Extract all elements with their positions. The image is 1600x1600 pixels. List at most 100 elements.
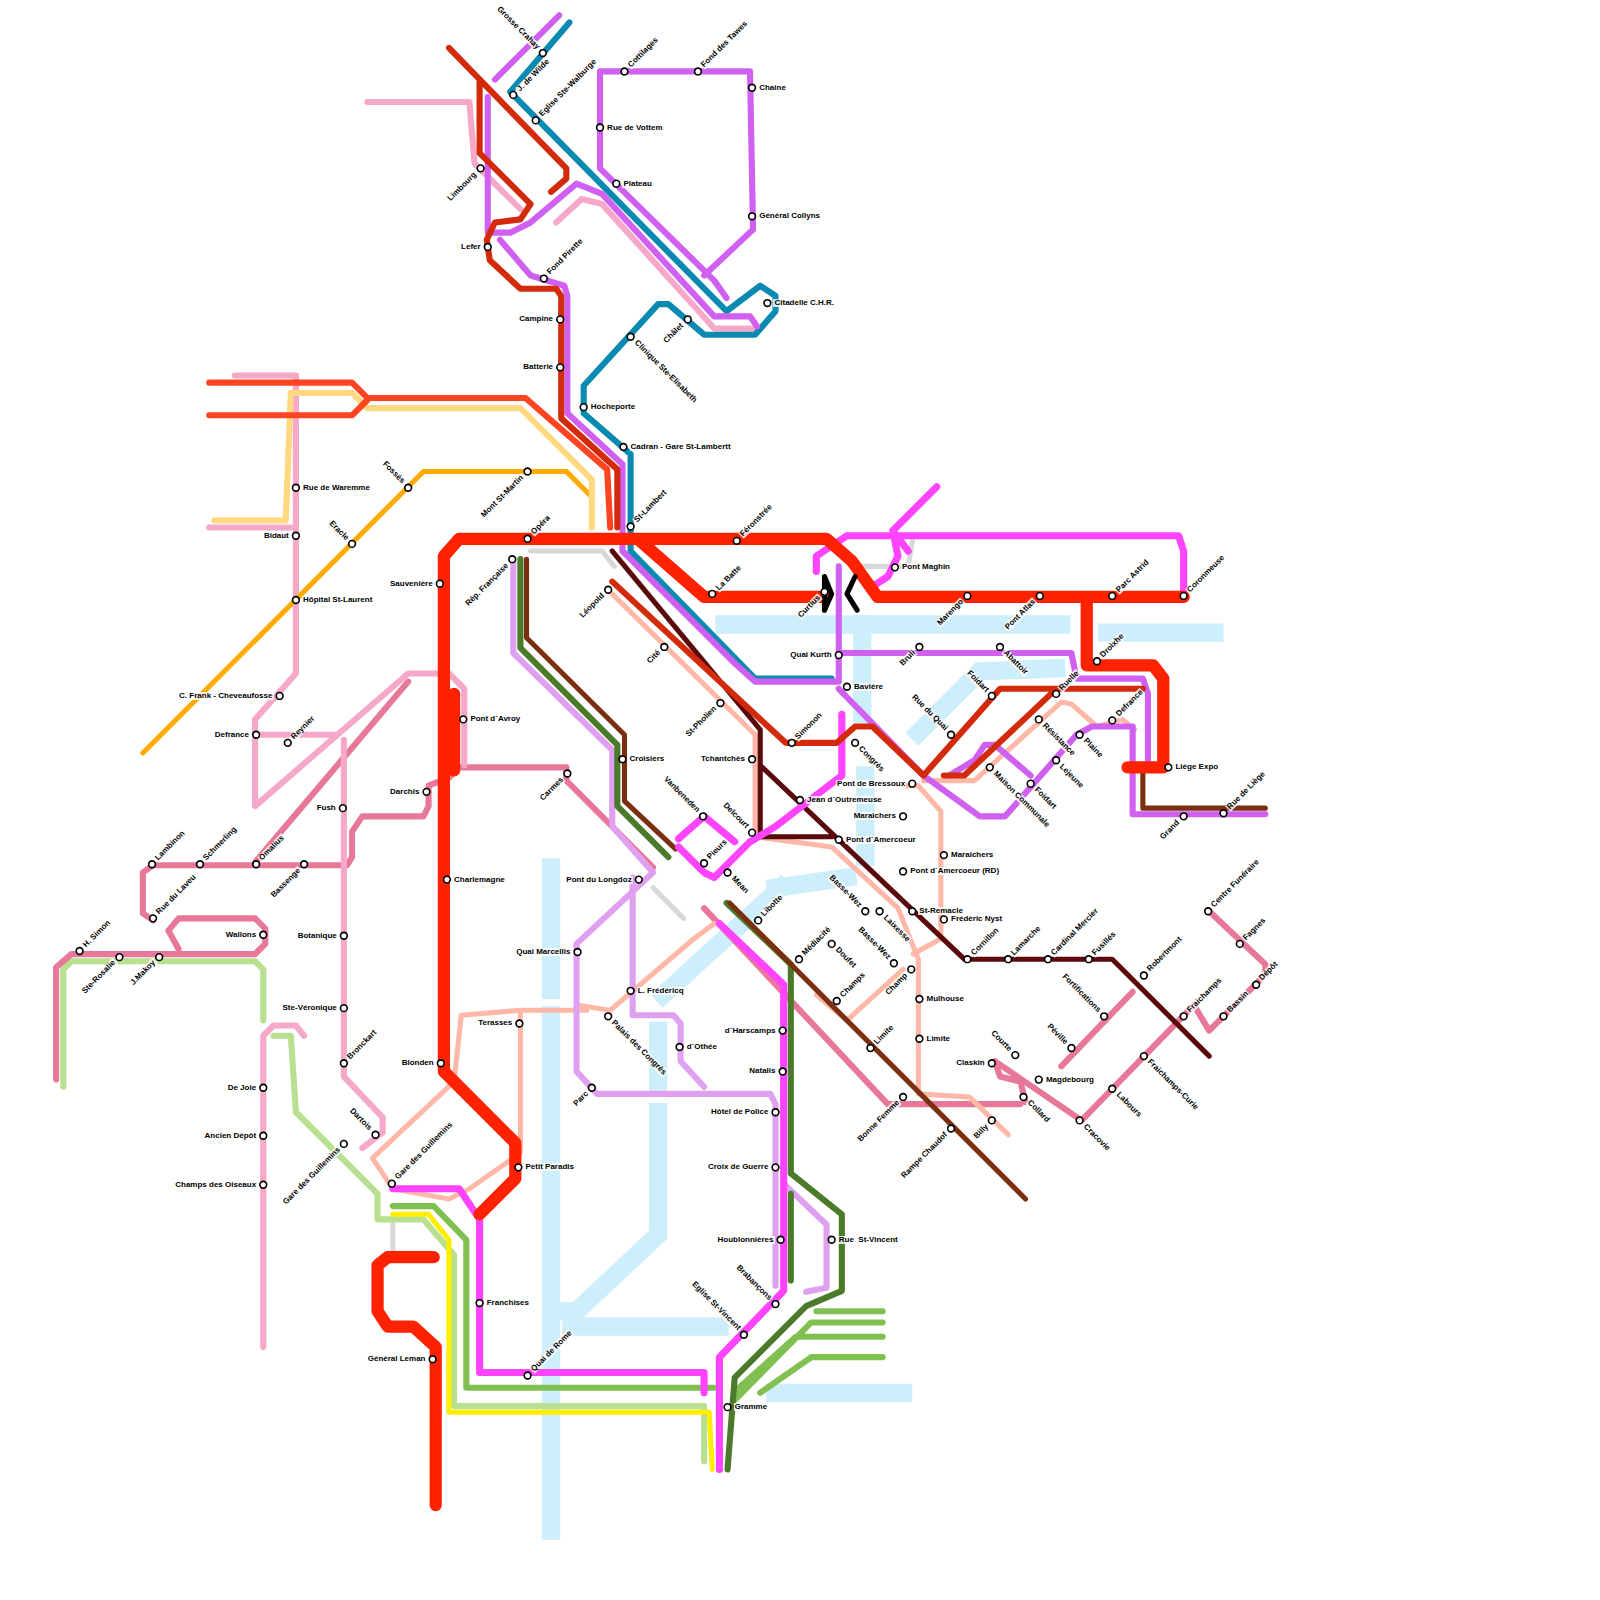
station-label: Carmes — [538, 775, 566, 803]
station-dot — [909, 780, 916, 787]
river — [556, 1112, 658, 1311]
station-label: Robertmont — [1145, 935, 1184, 974]
station-dot — [341, 1141, 348, 1148]
station-label: Général Leman — [367, 1355, 427, 1363]
station-dot — [684, 316, 691, 323]
station-label: d´Harscamps — [724, 1027, 777, 1035]
station-dot — [1005, 956, 1012, 963]
station-dot — [564, 770, 571, 777]
station-label: Dartois — [347, 1107, 374, 1134]
station-label: Campine — [518, 315, 554, 323]
station-dot — [588, 1084, 595, 1091]
station-label: Wallons — [225, 931, 257, 939]
station-dot — [909, 908, 916, 915]
station-dot — [444, 876, 451, 883]
station-dot — [1180, 813, 1187, 820]
station-dot — [1020, 1094, 1027, 1101]
station-label: Mulhouse — [926, 995, 965, 1003]
station-dot — [477, 165, 484, 172]
station-label: Ancien Dépôt — [204, 1132, 258, 1140]
station-dot — [253, 861, 260, 868]
station-label: Delcourt — [721, 801, 751, 831]
station-label: Bavière — [853, 683, 884, 691]
station-dot — [1068, 1045, 1075, 1052]
station-label: Citadelle C.H.R. — [773, 299, 835, 307]
station-dot — [772, 1164, 779, 1171]
station-dot — [1109, 1085, 1116, 1092]
transit-line — [209, 383, 610, 528]
station-label: Brabançons — [734, 1263, 774, 1303]
station-dot — [1035, 1076, 1042, 1083]
station-dot — [741, 1331, 748, 1338]
station-label: Rue de Vottem — [606, 124, 663, 132]
station-dot — [709, 591, 716, 598]
station-label: Rép. Française — [463, 561, 510, 608]
station-label: Cottilages — [626, 36, 660, 70]
station-dot — [574, 949, 581, 956]
station-dot — [293, 597, 300, 604]
station-dot — [429, 1356, 436, 1363]
station-dot — [116, 954, 123, 961]
station-label: Mont St-Martin — [479, 473, 526, 520]
station-dot — [724, 869, 731, 876]
station-label: Bassin — [1225, 989, 1251, 1015]
station-label: Hôpital St-Laurent — [302, 596, 373, 604]
station-dot — [1165, 764, 1172, 771]
station-dot — [779, 1027, 786, 1034]
station-label: Bidaut — [263, 532, 290, 540]
station-dot — [341, 1005, 348, 1012]
transit-line — [56, 682, 1265, 1121]
station-dot — [284, 739, 291, 746]
station-dot — [1012, 1052, 1019, 1059]
station-dot — [1101, 1013, 1108, 1020]
station-dot — [1036, 593, 1043, 600]
station-label: Vanbeneden — [661, 774, 701, 814]
station-dot — [597, 124, 604, 131]
station-dot — [405, 484, 412, 491]
station-dot — [580, 404, 587, 411]
station-dot — [627, 987, 634, 994]
transit-line — [520, 559, 841, 1469]
transit-line — [824, 577, 857, 611]
station-dot — [764, 300, 771, 307]
station-label: Charlemagne — [453, 876, 506, 884]
station-dot — [988, 693, 995, 700]
station-dot — [1053, 757, 1060, 764]
station-label: Limbourg — [446, 170, 479, 203]
station-label: Parc — [571, 1089, 590, 1108]
station-label: Lefer — [460, 243, 482, 251]
station-dot — [916, 1035, 923, 1042]
station-dot — [772, 1301, 779, 1308]
station-dot — [749, 213, 756, 220]
station-dot — [701, 860, 708, 867]
station-label: De Joie — [227, 1084, 257, 1092]
station-label: Pont d´Amercoeur — [845, 836, 917, 844]
station-label: Houblonnières — [716, 1236, 774, 1244]
station-label: Defrance — [1114, 688, 1145, 719]
station-dot — [835, 836, 842, 843]
station-dot — [1253, 981, 1260, 988]
station-label: Eracle — [326, 518, 350, 542]
station-label: Ste-Rosalie — [80, 959, 118, 997]
station-label: Fagnes — [1241, 915, 1268, 942]
station-label: Pont du Longdoz — [565, 876, 632, 884]
station-label: Fraichamps-Curie — [1145, 1058, 1200, 1113]
station-dot — [349, 541, 356, 548]
station-label: Rue St-Vincent — [838, 1236, 899, 1244]
station-label: Lejeune — [1058, 762, 1086, 790]
station-dot — [627, 523, 634, 530]
station-dot — [619, 756, 626, 763]
station-label: Hocheporte — [590, 403, 636, 411]
river — [542, 1015, 560, 1530]
station-label: Botanique — [297, 932, 338, 940]
station-label: Lamarche — [1010, 924, 1044, 958]
station-dot — [557, 364, 564, 371]
station-label: d´Othée — [686, 1043, 718, 1051]
station-dot — [852, 739, 859, 746]
station-label: Grosse Crahay — [494, 4, 541, 51]
station-label: Rue de Waremme — [302, 484, 371, 492]
station-dot — [293, 532, 300, 539]
station-label: Bonne Femme — [855, 1098, 901, 1144]
station-dot — [301, 861, 308, 868]
station-dot — [997, 644, 1004, 651]
